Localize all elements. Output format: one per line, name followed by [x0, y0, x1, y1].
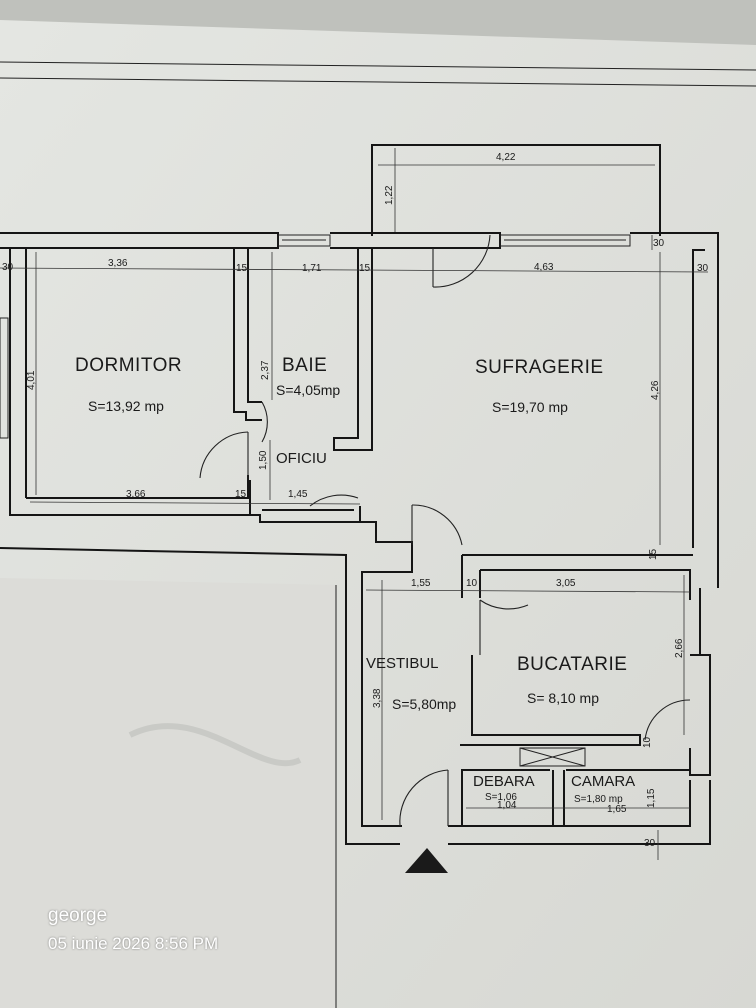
dim-sufragerie-height: 4,26: [650, 380, 661, 400]
dim-debara-width: 1,04: [497, 800, 517, 811]
room-name-oficiu: OFICIU: [276, 450, 327, 467]
dim-baie-width: 1,71: [302, 263, 322, 274]
room-name-sufragerie: SUFRAGERIE: [475, 357, 604, 378]
room-area-camara: S=1,80 mp: [574, 794, 623, 805]
dim-camara-width: 1,65: [607, 804, 627, 815]
room-area-sufragerie: S=19,70 mp: [492, 399, 568, 415]
room-name-dormitor: DORMITOR: [75, 355, 182, 376]
dim-camara-height: 1,15: [646, 788, 657, 808]
dim-wall-10: 10: [466, 578, 478, 589]
room-area-vestibul: S=5,80mp: [392, 696, 456, 712]
room-area-debara: S=1,06: [485, 792, 517, 803]
north-arrow-icon: [405, 848, 448, 873]
dim-balcony-depth: 1,22: [384, 185, 395, 205]
doors: [199, 234, 691, 827]
room-name-baie: BAIE: [282, 355, 327, 376]
dim-wall-10-b: 10: [642, 736, 653, 748]
room-name-camara: CAMARA: [571, 773, 635, 790]
storage-marks: [519, 747, 586, 767]
dim-sufragerie-width: 4,63: [534, 262, 554, 273]
photo-stamp-author: george: [48, 905, 108, 926]
dim-dormitor-width: 3,36: [108, 258, 128, 269]
dim-dormitor-height: 4,01: [26, 370, 37, 390]
balcony: [371, 144, 661, 236]
dim-oficiu-width: 1,45: [288, 489, 308, 500]
windows: [0, 234, 631, 439]
dim-wall-right: 30: [697, 263, 709, 274]
dim-wall-15-d: 15: [648, 548, 659, 560]
dim-oficiu-height: 1,50: [258, 450, 269, 470]
paper-crease: [128, 723, 302, 767]
dimension-lines: [0, 235, 709, 860]
room-name-bucatarie: BUCATARIE: [517, 654, 627, 675]
dim-wall-15-a: 15: [236, 263, 248, 274]
dim-balcony-width: 4,22: [496, 152, 516, 163]
room-area-baie: S=4,05mp: [276, 382, 340, 398]
sheet-border-top-2: [0, 77, 756, 87]
paper-sheet-lower: [0, 578, 336, 1008]
dim-wall-15-b: 15: [359, 263, 371, 274]
sheet-border-top: [0, 61, 756, 71]
room-name-vestibul: VESTIBUL: [366, 655, 439, 672]
dim-wall-left: 30: [2, 262, 14, 273]
photo-stamp-datetime: 05 iunie 2026 8:56 PM: [48, 934, 219, 953]
room-area-bucatarie: S= 8,10 mp: [527, 690, 599, 706]
dim-dormitor-bottom: 3,66: [126, 489, 146, 500]
dim-wall-30-bottom: 30: [644, 838, 656, 849]
dim-wall-30-top: 30: [653, 238, 665, 249]
room-area-dormitor: S=13,92 mp: [88, 398, 164, 414]
dim-bucatarie-width: 3,05: [556, 578, 576, 589]
dim-bucatarie-height: 2,66: [674, 638, 685, 658]
dim-wall-15-c: 15: [235, 489, 247, 500]
dim-vestibul-height: 3,38: [372, 688, 383, 708]
dim-vestibul-width: 1,55: [411, 578, 431, 589]
dim-baie-height: 2,37: [260, 360, 271, 380]
room-name-debara: DEBARA: [473, 773, 535, 790]
